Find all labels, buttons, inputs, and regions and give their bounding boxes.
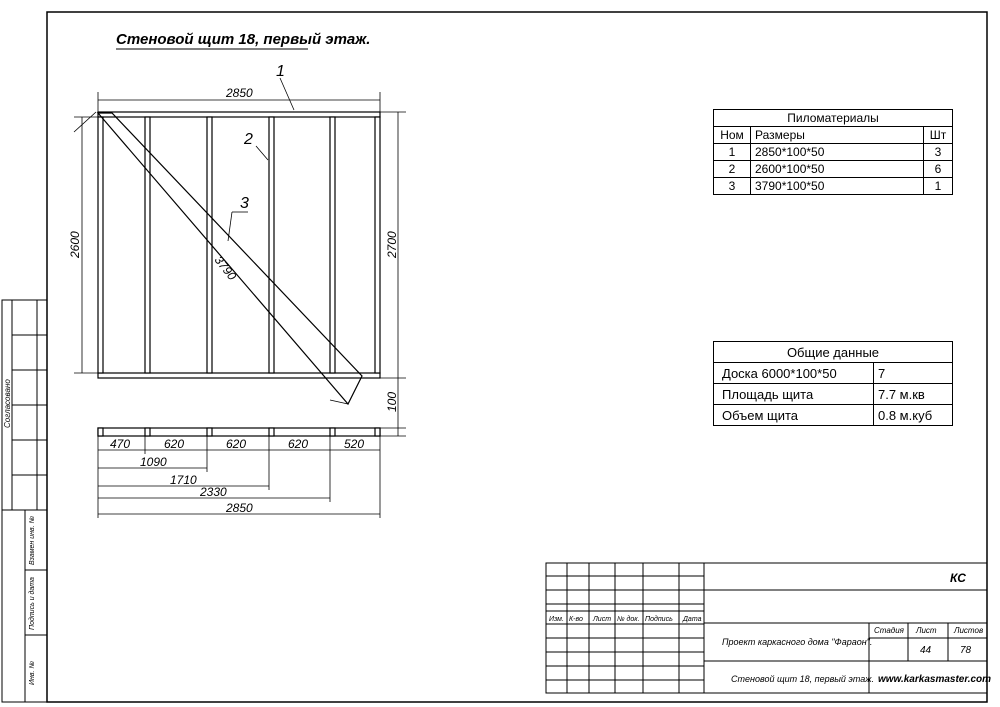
tb-col-header: Подпись — [645, 615, 673, 623]
stud — [144, 116, 151, 374]
diagonal-brace — [96, 112, 363, 406]
dim-spacing: 470 — [110, 437, 130, 451]
materials-header-qty: Шт — [923, 126, 953, 144]
title-block — [545, 562, 988, 694]
summary-label: Доска 6000*100*50 — [713, 362, 874, 384]
materials-table: Пиломатериалы Ном Размеры Шт 1 2850*100*… — [713, 109, 953, 195]
summary-title-row: Общие данные — [713, 341, 953, 363]
summary-title: Общие данные — [713, 341, 953, 363]
summary-value: 7.7 м.кв — [873, 383, 953, 405]
dim-diagonal: 3790 — [212, 253, 240, 283]
material-size: 2850*100*50 — [750, 143, 924, 161]
material-size: 3790*100*50 — [750, 177, 924, 195]
material-qty: 3 — [923, 143, 953, 161]
dim-cumulative: 2850 — [225, 501, 253, 515]
material-num: 3 — [713, 177, 751, 195]
wall-frame — [96, 111, 381, 406]
tb-col-header: Лист — [592, 616, 611, 623]
tb-drawing-name: Стеновой щит 18, первый этаж. — [731, 674, 874, 684]
material-qty: 6 — [923, 160, 953, 178]
stud — [329, 116, 336, 374]
drawing-title: Стеновой щит 18, первый этаж. — [116, 31, 370, 48]
stud — [97, 116, 104, 374]
stamp-replace-inv: Взамен инв. № — [29, 515, 36, 565]
table-row: 3 3790*100*50 1 — [713, 177, 953, 195]
dim-cumulative: 1710 — [170, 473, 197, 487]
table-row: Доска 6000*100*50 7 — [713, 362, 953, 384]
dim-plate-height: 100 — [385, 392, 399, 412]
materials-header-size: Размеры — [750, 126, 924, 144]
materials-header-row: Ном Размеры Шт — [713, 126, 953, 144]
stud — [374, 116, 381, 374]
dim-right-height: 2700 — [385, 231, 399, 259]
dimension-lines — [73, 77, 406, 518]
plate-plan — [97, 427, 381, 437]
dim-spacing: 620 — [164, 437, 184, 451]
materials-title-row: Пиломатериалы — [713, 109, 953, 127]
bottom-plate — [97, 372, 381, 379]
tb-site: www.karkasmaster.com — [878, 674, 991, 685]
material-size: 2600*100*50 — [750, 160, 924, 178]
tb-code: КС — [950, 571, 966, 585]
tb-sheet: 44 — [920, 645, 932, 656]
tb-project: Проект каркасного дома "Фараон". — [722, 637, 872, 647]
table-row: Объем щита 0.8 м.куб — [713, 404, 953, 426]
tb-sheets-label: Листов — [953, 626, 983, 635]
stud — [268, 116, 275, 374]
tb-sheet-label: Лист — [915, 626, 937, 635]
tb-col-header: № док. — [617, 615, 640, 623]
dim-spacing: 620 — [226, 437, 246, 451]
materials-title: Пиломатериалы — [713, 109, 953, 127]
summary-label: Площадь щита — [713, 383, 874, 405]
dim-left-height: 2600 — [68, 231, 82, 259]
dim-spacing: 620 — [288, 437, 308, 451]
table-row: Площадь щита 7.7 м.кв — [713, 383, 953, 405]
dim-cumulative: 1090 — [140, 455, 167, 469]
summary-table: Общие данные Доска 6000*100*50 7 Площадь… — [713, 341, 953, 426]
stamp-agreed: Согласовано — [3, 379, 12, 428]
dim-top-width: 2850 — [225, 86, 253, 100]
material-qty: 1 — [923, 177, 953, 195]
tb-col-header: Изм. — [549, 616, 564, 623]
dim-spacing: 520 — [344, 437, 364, 451]
top-plate — [97, 111, 381, 118]
summary-value: 7 — [873, 362, 953, 384]
callout-3: 3 — [240, 195, 249, 212]
tb-col-header: Дата — [682, 616, 702, 623]
tb-stage-label: Стадия — [874, 626, 905, 635]
callout-1: 1 — [276, 63, 285, 80]
stamp-sign-date: Подпись и дата — [28, 577, 36, 630]
callout-2: 2 — [243, 131, 253, 148]
materials-header-num: Ном — [713, 126, 751, 144]
table-row: 2 2600*100*50 6 — [713, 160, 953, 178]
table-row: 1 2850*100*50 3 — [713, 143, 953, 161]
material-num: 1 — [713, 143, 751, 161]
material-num: 2 — [713, 160, 751, 178]
dim-cumulative: 2330 — [199, 485, 227, 499]
summary-label: Объем щита — [713, 404, 874, 426]
side-stamp — [1, 299, 48, 703]
stamp-inv-no: Инв. № — [29, 661, 36, 685]
tb-col-header: К-во — [569, 616, 583, 623]
tb-sheets: 78 — [960, 645, 972, 656]
summary-value: 0.8 м.куб — [873, 404, 953, 426]
